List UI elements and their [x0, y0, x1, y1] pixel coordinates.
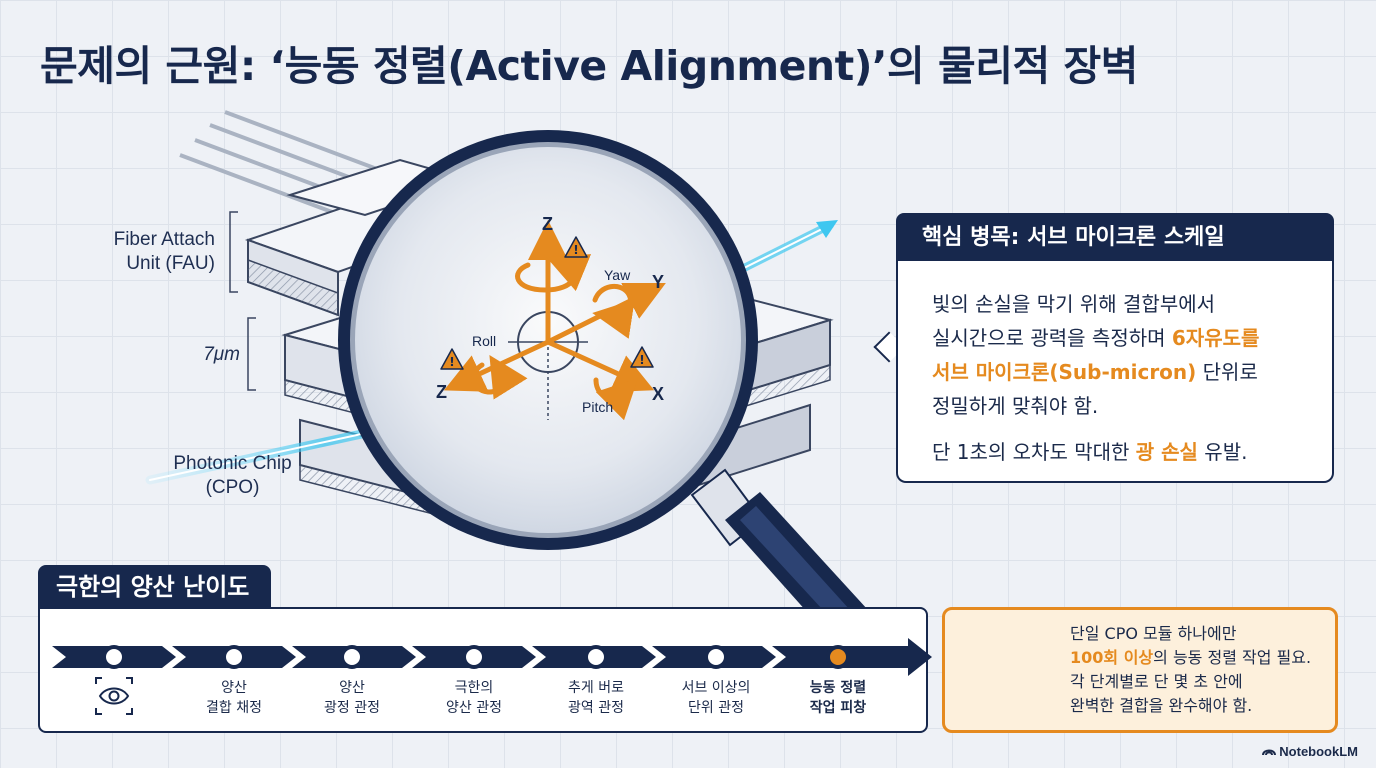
warning-line-4: 완벽한 결합을 완수해야 함.: [1070, 696, 1253, 715]
process-panel: [38, 607, 928, 733]
six-dof-axes: [443, 220, 666, 421]
axis-z-left-label: Z: [436, 382, 447, 402]
step-6-line-1: 능동 정렬: [809, 680, 867, 696]
axis-roll-label: Roll: [472, 333, 496, 349]
optical-fibers: [179, 110, 386, 217]
fau-label-line-1: Fiber Attach: [113, 229, 215, 250]
step-5-line-1: 서브 이상의: [681, 680, 751, 696]
callout-line-1: 빛의 손실을 막기 위해 결합부에서: [932, 292, 1216, 316]
step-2-line-1: 양산: [339, 680, 365, 696]
step-5-line-2: 단위 관정: [688, 700, 744, 716]
brand-watermark: NotebookLM: [1261, 744, 1358, 759]
warning-text: 단일 CPO 모듈 하나에만 100회 이상의 능동 정렬 작업 필요. 각 단…: [1070, 622, 1334, 718]
callout-line-2: 실시간으로 광력을 측정하며: [932, 326, 1172, 350]
step-label-4: 추게 버로 광역 관정: [536, 678, 656, 718]
fau-label: Fiber Attach Unit (FAU): [60, 228, 215, 276]
svg-text:!: !: [573, 243, 578, 257]
callout-p2-start: 단 1초의 오차도 막대한: [932, 440, 1136, 464]
timeline-chevrons: [52, 638, 932, 676]
svg-text:!: !: [449, 355, 454, 369]
warning-line-2: 100회 이상의 능동 정렬 작업 필요.: [1070, 646, 1334, 670]
magnifier-handle: [690, 468, 868, 640]
thickness-label: 7μm: [203, 344, 240, 365]
step-label-3: 극한의 양산 관정: [414, 678, 534, 718]
callout-body: 빛의 손실을 막기 위해 결합부에서 실시간으로 광력을 측정하며 6자유도를 …: [896, 261, 1334, 483]
step-label-1: 양산 결합 채정: [174, 678, 294, 718]
callout-line-3-rest: 단위로: [1196, 360, 1258, 384]
timeline-nodes: [102, 645, 850, 669]
warning-highlight-count: 100회 이상: [1070, 648, 1154, 667]
callout-p2-end: 유발.: [1197, 440, 1248, 464]
fau-label-line-2: Unit (FAU): [126, 253, 215, 274]
step-2-line-2: 광정 관정: [324, 700, 380, 716]
callout-title: 핵심 병목: 서브 마이크론 스케일: [896, 213, 1334, 263]
callout-highlight-loss: 광 손실: [1135, 440, 1198, 464]
step-4-line-1: 추게 버로: [568, 680, 624, 696]
chip-label: Photonic Chip (CPO): [150, 452, 315, 500]
chip-label-line-2: (CPO): [205, 477, 260, 498]
warning-markers: ! ! !: [440, 236, 654, 370]
callout-highlight-submicron: 서브 마이크론(Sub-micron): [932, 360, 1197, 384]
step-1-line-1: 양산: [221, 680, 247, 696]
warning-line-2-rest: 의 능동 정렬 작업 필요.: [1153, 648, 1312, 667]
eye-scan-icon: [95, 677, 133, 715]
bottleneck-callout: 핵심 병목: 서브 마이크론 스케일 빛의 손실을 막기 위해 결합부에서 실시…: [896, 213, 1336, 483]
step-6-line-2: 작업 피창: [809, 700, 867, 716]
step-label-5: 서브 이상의 단위 관정: [656, 678, 776, 718]
step-3-line-2: 양산 관정: [446, 700, 502, 716]
axis-y-label: Y: [652, 272, 664, 292]
axis-yaw-label: Yaw: [604, 267, 631, 283]
chip-label-line-1: Photonic Chip: [173, 453, 292, 474]
callout-paragraph-2: 단 1초의 오차도 막대한 광 손실 유발.: [932, 435, 1306, 469]
step-4-line-2: 광역 관정: [568, 700, 624, 716]
warning-line-1: 단일 CPO 모듈 하나에만: [1070, 624, 1237, 643]
notebooklm-logo-icon: [1261, 749, 1276, 756]
step-label-2: 양산 광정 관정: [292, 678, 412, 718]
page-title: 문제의 근원: ‘능동 정렬(Active Alignment)’의 물리적 장…: [40, 42, 1138, 90]
axis-x-label: X: [652, 384, 664, 404]
warning-line-3: 각 단계별로 단 몇 초 안에: [1070, 672, 1243, 691]
callout-paragraph-1: 빛의 손실을 막기 위해 결합부에서 실시간으로 광력을 측정하며 6자유도를 …: [932, 287, 1306, 423]
step-3-line-1: 극한의: [454, 680, 494, 696]
axis-pitch-label: Pitch: [582, 399, 613, 415]
label-brackets: [229, 211, 256, 391]
callout-highlight-dof: 6자유도를: [1171, 326, 1260, 350]
axis-z-top-label: Z: [542, 214, 553, 234]
brand-name: NotebookLM: [1279, 744, 1358, 759]
warning-box: [942, 607, 1338, 733]
step-label-6: 능동 정렬 작업 피창: [778, 678, 898, 718]
step-1-line-2: 결합 채정: [206, 700, 262, 716]
svg-text:!: !: [639, 353, 644, 367]
callout-line-4: 정밀하게 맞춰야 함.: [932, 394, 1099, 418]
process-section-title: 극한의 양산 난이도: [38, 565, 272, 609]
